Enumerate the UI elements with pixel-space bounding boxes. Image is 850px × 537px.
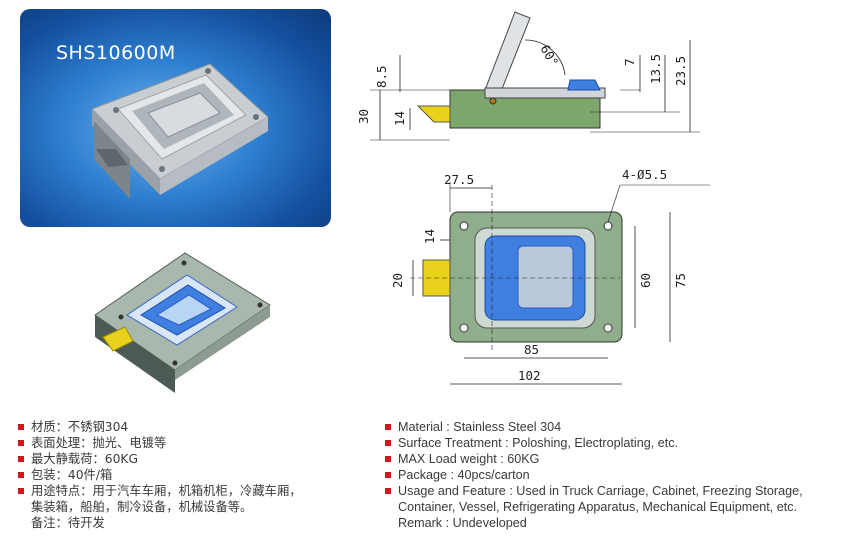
spec-en-remark: Remark : Undeveloped <box>385 515 803 531</box>
spec-cn-text: 最大静载荷：60KG <box>31 452 139 466</box>
front-dim-20: 20 <box>390 273 405 288</box>
front-dim-75: 75 <box>673 273 688 288</box>
red-bullet-icon <box>385 488 391 494</box>
spec-cn-usage: 用途特点：用于汽车车厢，机箱机柜，冷藏车厢， <box>18 483 302 499</box>
red-bullet-icon <box>18 472 24 478</box>
side-dim-23-5: 23.5 <box>673 56 688 86</box>
red-bullet-icon <box>18 440 24 446</box>
side-dim-8-5: 8.5 <box>374 65 389 88</box>
side-dim-13-5: 13.5 <box>648 54 663 84</box>
side-dim-angle: 60° <box>537 42 561 69</box>
front-dim-14: 14 <box>422 229 437 244</box>
front-dim-85: 85 <box>524 342 539 357</box>
front-dim-60: 60 <box>638 273 653 288</box>
spec-cn-text: 用途特点：用于汽车车厢，机箱机柜，冷藏车厢， <box>31 484 302 498</box>
specs-english: Material : Stainless Steel 304 Surface T… <box>385 419 803 531</box>
spec-en-usage: Usage and Feature : Used in Truck Carria… <box>385 483 803 499</box>
spec-en-usage-cont: Container, Vessel, Refrigerating Apparat… <box>385 499 803 515</box>
spec-cn-remark: 备注：待开发 <box>18 515 302 531</box>
spec-cn-surface: 表面处理：抛光、电镀等 <box>18 435 302 451</box>
spec-cn-usage-cont: 集装箱，船舶，制冷设备，机械设备等。 <box>18 499 302 515</box>
red-bullet-icon <box>385 424 391 430</box>
spec-cn-text: 材质：不锈钢304 <box>31 420 129 434</box>
red-bullet-icon <box>385 440 391 446</box>
red-bullet-icon <box>18 456 24 462</box>
red-bullet-icon <box>18 424 24 430</box>
spec-en-text: MAX Load weight : 60KG <box>398 452 540 466</box>
spec-en-text: Remark : Undeveloped <box>398 516 527 530</box>
spec-en-text: Usage and Feature : Used in Truck Carria… <box>398 484 803 498</box>
spec-en-load: MAX Load weight : 60KG <box>385 451 803 467</box>
spec-en-text: Package : 40pcs/carton <box>398 468 530 482</box>
spec-cn-text: 备注：待开发 <box>31 516 105 530</box>
red-bullet-icon <box>18 488 24 494</box>
spec-en-package: Package : 40pcs/carton <box>385 467 803 483</box>
spec-en-text: Surface Treatment : Poloshing, Electropl… <box>398 436 679 450</box>
red-bullet-icon <box>385 456 391 462</box>
side-dim-30: 30 <box>356 109 371 124</box>
side-view-drawing: 8.5 30 14 60° 7 13.5 23.5 <box>356 11 700 141</box>
spec-en-text: Container, Vessel, Refrigerating Apparat… <box>398 500 798 514</box>
model-title: SHS10600M <box>56 42 176 64</box>
spec-en-material: Material : Stainless Steel 304 <box>385 419 803 435</box>
spec-cn-material: 材质：不锈钢304 <box>18 419 302 435</box>
spec-cn-load: 最大静载荷：60KG <box>18 451 302 467</box>
front-dim-holes: 4-Ø5.5 <box>622 167 667 182</box>
side-dim-14: 14 <box>392 111 407 126</box>
spec-cn-text: 包装：40件/箱 <box>31 468 113 482</box>
front-dim-102: 102 <box>518 368 541 383</box>
red-bullet-icon <box>385 472 391 478</box>
specs-chinese: 材质：不锈钢304 表面处理：抛光、电镀等 最大静载荷：60KG 包装：40件/… <box>18 419 302 531</box>
spec-cn-package: 包装：40件/箱 <box>18 467 302 483</box>
product-photo-panel: SHS10600M <box>20 9 331 227</box>
front-view-drawing: 27.5 4-Ø5.5 14 20 60 75 85 102 <box>390 167 710 385</box>
latch-photo-illustration <box>91 63 269 199</box>
spec-cn-text: 表面处理：抛光、电镀等 <box>31 436 167 450</box>
front-dim-27-5: 27.5 <box>444 172 474 187</box>
spec-cn-text: 集装箱，船舶，制冷设备，机械设备等。 <box>31 500 253 514</box>
side-dim-7: 7 <box>622 58 637 66</box>
latch-3d-render <box>94 252 271 393</box>
spec-en-surface: Surface Treatment : Poloshing, Electropl… <box>385 435 803 451</box>
spec-en-text: Material : Stainless Steel 304 <box>398 420 562 434</box>
